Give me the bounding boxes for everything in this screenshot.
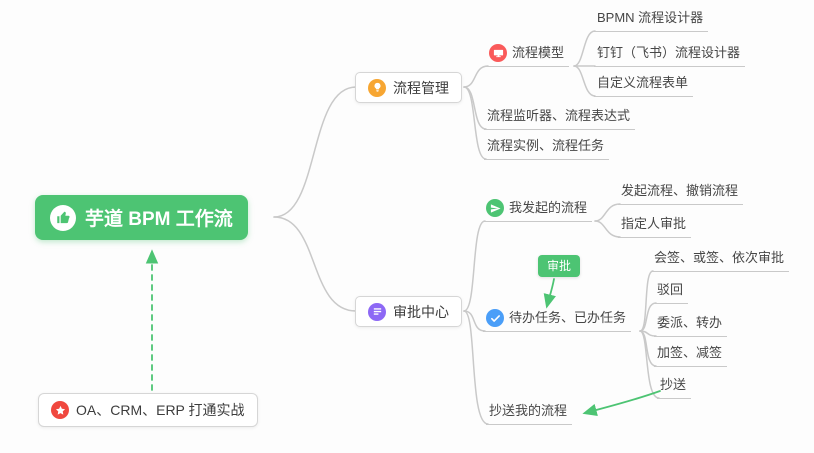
node-label: OA、CRM、ERP 打通实战 xyxy=(76,402,245,418)
node-listener-expression[interactable]: 流程监听器、流程表达式 xyxy=(484,107,636,130)
node-label: 驳回 xyxy=(657,282,684,297)
node-label: 待办任务、已办任务 xyxy=(509,310,627,325)
node-label: 会签、或签、依次审批 xyxy=(654,250,785,265)
star-icon xyxy=(51,401,69,419)
node-label: 抄送我的流程 xyxy=(489,403,568,418)
list-icon xyxy=(368,302,386,321)
node-process-model[interactable]: 流程模型 xyxy=(486,44,570,67)
node-process-management[interactable]: 流程管理 xyxy=(355,72,462,103)
node-todo-done-tasks[interactable]: 待办任务、已办任务 xyxy=(483,309,632,332)
node-label: 抄送 xyxy=(660,377,687,392)
arrow-badge-to-todo xyxy=(543,278,556,309)
node-label: 自定义流程表单 xyxy=(597,75,689,90)
node-custom-form[interactable]: 自定义流程表单 xyxy=(594,74,694,97)
root-node[interactable]: 芋道 BPM 工作流 xyxy=(35,195,248,240)
lightbulb-icon xyxy=(368,78,386,97)
node-reject[interactable]: 驳回 xyxy=(654,281,689,304)
node-label: 流程实例、流程任务 xyxy=(487,138,605,153)
node-label: 委派、转办 xyxy=(657,315,723,330)
thumbs-up-icon xyxy=(50,204,76,231)
node-approval-center[interactable]: 审批中心 xyxy=(355,296,462,327)
node-label: 加签、减签 xyxy=(657,345,723,360)
node-label: 指定人审批 xyxy=(621,216,687,231)
node-label: 审批中心 xyxy=(393,303,449,320)
badge-label: 审批 xyxy=(547,259,572,273)
node-instance-task[interactable]: 流程实例、流程任务 xyxy=(484,137,610,160)
check-icon xyxy=(486,309,504,327)
node-carbon-copy[interactable]: 抄送 xyxy=(657,376,692,399)
node-add-reduce-sign[interactable]: 加签、减签 xyxy=(654,344,728,367)
node-bpmn-designer[interactable]: BPMN 流程设计器 xyxy=(594,9,709,32)
arrow-cc-to-ccmy xyxy=(582,390,661,416)
green-relation-arrows xyxy=(145,249,661,416)
node-label: 钉钉（飞书）流程设计器 xyxy=(597,45,741,60)
node-initiate-cancel-process[interactable]: 发起流程、撤销流程 xyxy=(618,182,744,205)
node-countersign-modes[interactable]: 会签、或签、依次审批 xyxy=(651,249,790,272)
node-label: 我发起的流程 xyxy=(509,200,588,215)
node-cc-my-process[interactable]: 抄送我的流程 xyxy=(486,402,573,425)
node-label: 流程模型 xyxy=(512,45,565,60)
node-dingtalk-feishu-designer[interactable]: 钉钉（飞书）流程设计器 xyxy=(594,44,746,67)
node-label: 流程管理 xyxy=(393,79,449,96)
node-delegate-transfer[interactable]: 委派、转办 xyxy=(654,314,728,337)
node-label: 发起流程、撤销流程 xyxy=(621,183,739,198)
approval-badge[interactable]: 审批 xyxy=(538,255,581,277)
node-assigned-approval[interactable]: 指定人审批 xyxy=(618,215,692,238)
node-my-initiated-process[interactable]: 我发起的流程 xyxy=(483,199,593,222)
root-label: 芋道 BPM 工作流 xyxy=(85,209,233,230)
node-oa-crm-erp-integration[interactable]: OA、CRM、ERP 打通实战 xyxy=(38,393,258,427)
monitor-icon xyxy=(489,44,507,62)
node-label: BPMN 流程设计器 xyxy=(597,10,704,25)
node-label: 流程监听器、流程表达式 xyxy=(487,108,631,123)
send-icon xyxy=(486,199,504,217)
